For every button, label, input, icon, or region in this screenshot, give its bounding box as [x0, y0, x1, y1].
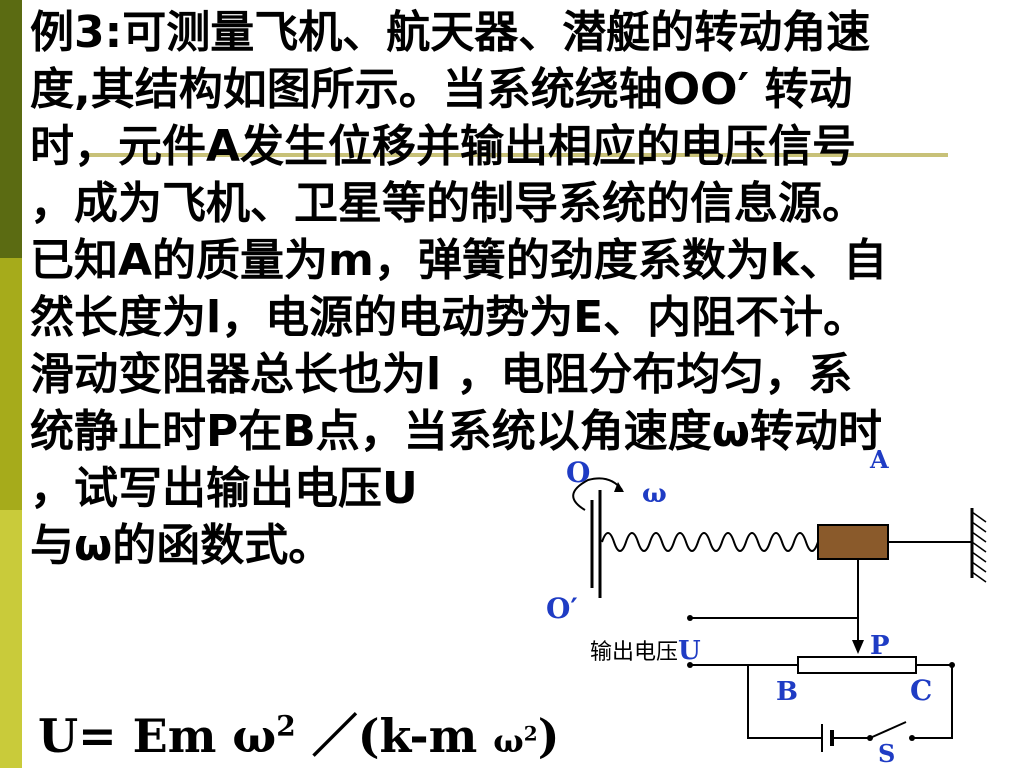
label-a: A — [869, 450, 889, 474]
label-omega: ω — [642, 479, 667, 509]
terminal — [687, 615, 693, 621]
formula-exponent: 2 — [276, 709, 296, 743]
circuit-wire — [747, 664, 822, 739]
formula-lhs: U= Em ω — [38, 709, 277, 763]
problem-line: ，成为飞机、卫星等的制导系统的信息源。 — [30, 178, 866, 229]
problem-line: ，试写出输出电压U — [30, 463, 418, 514]
formula-omega: ω — [493, 722, 524, 760]
rotation-sensor-diagram: O ω A O′ 输出电压U P B C S — [546, 450, 987, 765]
terminal — [687, 662, 693, 668]
problem-line: 度,其结构如图所示。当系统绕轴OO′ 转动 — [30, 64, 853, 115]
formula-divisor: ／(k-m — [295, 709, 494, 763]
highlight-underline — [88, 153, 948, 157]
rotation-arrow-icon — [572, 477, 623, 511]
label-o: O — [566, 456, 590, 489]
rheostat — [797, 656, 917, 674]
problem-line: 滑动变阻器总长也为l ，电阻分布均匀，系 — [30, 349, 853, 400]
circuit-wire — [912, 665, 953, 739]
label-output-voltage: 输出电压U — [590, 636, 701, 666]
wall-hatch — [971, 511, 987, 583]
sidebar-accent-top — [0, 0, 22, 258]
problem-line: 时，元件A发生位移并输出相应的电压信号 — [30, 121, 857, 172]
problem-line: 与ω的函数式。 — [30, 520, 333, 571]
sidebar-accent-bottom — [0, 510, 22, 768]
formula-close: ) — [537, 709, 560, 763]
label-output-u: U — [678, 636, 701, 666]
label-s: S — [878, 739, 895, 765]
mass-block — [817, 524, 889, 560]
problem-line: 例3:可测量飞机、航天器、潜艇的转动角速 — [30, 7, 871, 58]
label-o-prime: O′ — [546, 592, 578, 625]
label-p: P — [870, 631, 890, 661]
spring — [601, 532, 819, 552]
problem-line: 然长度为l，电源的电动势为E、内阻不计。 — [30, 292, 868, 343]
slider-arrow-icon — [852, 640, 864, 654]
label-b: B — [776, 677, 798, 707]
problem-line: 统静止时P在B点，当系统以角速度ω转动时 — [30, 406, 883, 457]
switch-blade — [869, 721, 907, 739]
formula-exponent: 2 — [523, 721, 538, 746]
formula-omega-small: ω2 — [493, 721, 538, 760]
arrowhead-icon — [614, 482, 624, 492]
problem-line: 已知A的质量为m，弹簧的劲度系数为k、自 — [30, 235, 888, 286]
problem-text: 例3:可测量飞机、航天器、潜艇的转动角速 度,其结构如图所示。当系统绕轴OO′ … — [30, 4, 1015, 574]
sidebar-accent-middle — [0, 258, 22, 510]
answer-formula: U= Em ω2 ／(k-m ω2) — [38, 700, 559, 766]
label-c: C — [910, 674, 932, 707]
label-output-prefix: 输出电压 — [590, 640, 678, 665]
